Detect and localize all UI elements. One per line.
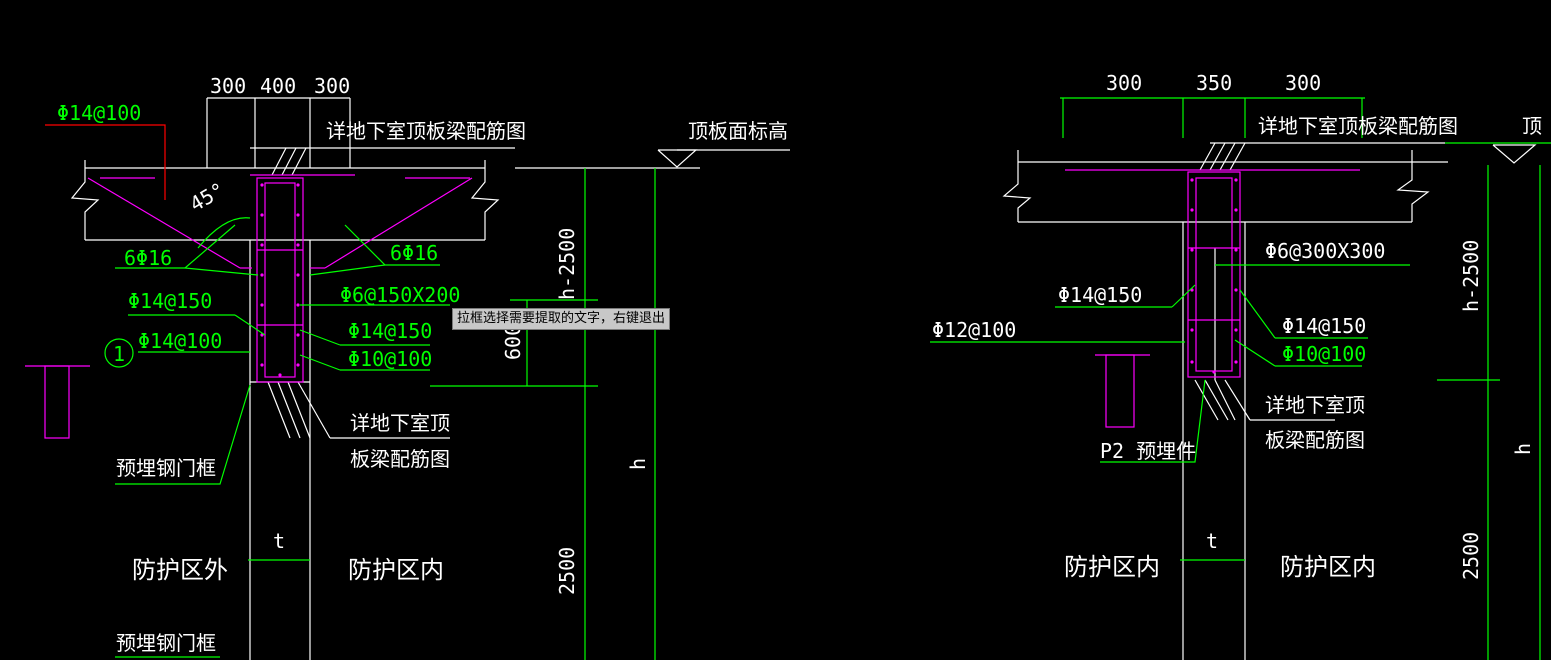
right-slab [1002, 142, 1537, 660]
right-dim-top-0: 300 [1106, 71, 1142, 95]
right-left-150-label: Φ14@150 [1058, 283, 1142, 307]
left-dim-top-2: 300 [314, 74, 350, 98]
right-green-leaders [930, 97, 1551, 660]
right-labels: 300 350 300 详地下室顶板梁配筋图 顶 Φ6@300X300 Φ14@… [932, 71, 1542, 581]
right-embed-label: P2 预埋件 [1100, 439, 1196, 463]
right-thickness-label: t [1206, 529, 1218, 553]
left-left-100-label: Φ14@100 [138, 329, 222, 353]
right-elev-tag: 顶 [1522, 114, 1542, 138]
left-bar-left-label: 6Φ16 [124, 246, 172, 270]
right-inside-right-label: 防护区内 [1280, 553, 1376, 581]
right-dim-2500-label: h-2500 [1459, 240, 1483, 312]
left-ref-bottom-2: 板梁配筋图 [350, 447, 450, 471]
left-outside-label: 防护区外 [132, 556, 228, 584]
right-right-150-label: Φ14@150 [1282, 314, 1366, 338]
left-dim-top-1: 400 [260, 74, 296, 98]
left-rebar-top-label: Φ14@100 [57, 101, 141, 125]
left-elev-tag: 顶板面标高 [688, 119, 788, 143]
left-right-150-label: Φ14@150 [348, 319, 432, 343]
left-dim-top-0: 300 [210, 74, 246, 98]
left-left-150-label: Φ14@150 [128, 289, 212, 313]
right-dim-top-1: 350 [1196, 71, 1232, 95]
left-door-frame-label: 预埋钢门框 [116, 456, 216, 480]
right-height-label: h [1511, 443, 1535, 455]
left-dim-2500-label: h-2500 [555, 228, 579, 300]
right-ref-top-label: 详地下室顶板梁配筋图 [1258, 114, 1458, 138]
left-detail [25, 97, 790, 660]
left-ref-top-label: 详地下室顶板梁配筋图 [326, 119, 526, 143]
left-inside-label: 防护区内 [348, 556, 444, 584]
left-green-leaders [104, 168, 656, 660]
left-labels: 300 400 300 Φ14@100 详地下室顶板梁配筋图 顶板面标高 45°… [57, 74, 788, 655]
left-stirrup-label: Φ6@150X200 [340, 283, 460, 307]
left-rebar-dots [260, 183, 300, 377]
right-dim-bottom-label: 2500 [1459, 532, 1483, 580]
left-angle-label: 45° [186, 177, 229, 216]
left-circle-number: 1 [113, 342, 125, 366]
left-right-100-label: Φ10@100 [348, 347, 432, 371]
right-dim-top-2: 300 [1285, 71, 1321, 95]
right-ref-bottom-2: 板梁配筋图 [1265, 428, 1365, 452]
left-bar-right-label: 6Φ16 [390, 241, 438, 265]
left-rebar [25, 174, 473, 439]
left-dim-bottom-label: 2500 [555, 547, 579, 595]
left-thickness-label: t [273, 529, 285, 553]
right-ref-bottom-1: 详地下室顶 [1265, 393, 1365, 417]
right-left-100-label: Φ12@100 [932, 318, 1016, 342]
right-right-100-label: Φ10@100 [1282, 342, 1366, 366]
left-height-label: h [626, 458, 650, 470]
right-rebar-dots [1190, 178, 1238, 374]
left-red-leader [45, 124, 166, 200]
right-inside-left-label: 防护区内 [1064, 553, 1160, 581]
right-detail [930, 97, 1551, 660]
right-stirrup-label: Φ6@300X300 [1265, 239, 1385, 263]
left-ref-bottom-1: 详地下室顶 [350, 411, 450, 435]
command-tooltip: 拉框选择需要提取的文字，右键退出 [452, 308, 671, 330]
left-door-frame-label-2: 预埋钢门框 [116, 631, 216, 655]
left-slab [70, 97, 790, 660]
